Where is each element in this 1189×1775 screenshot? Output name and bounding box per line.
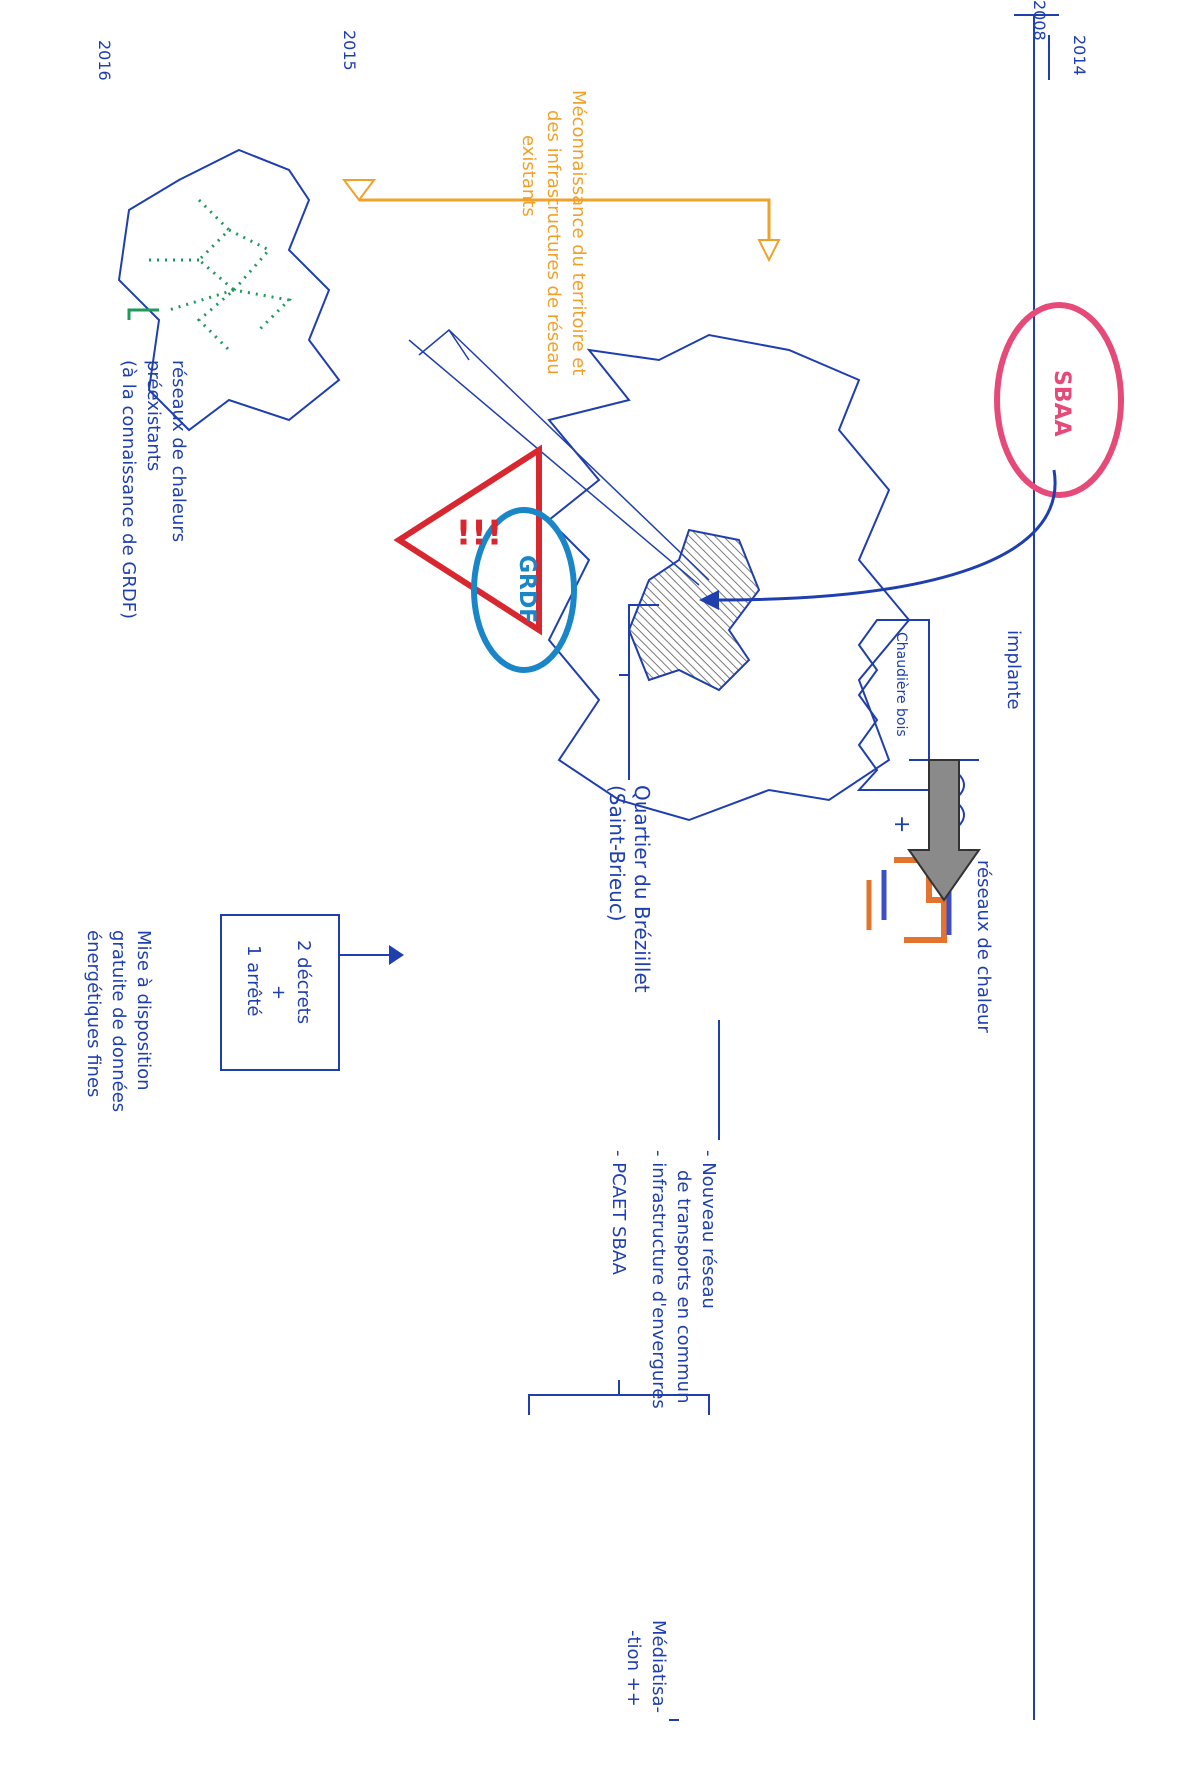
gap-note-2: des infrastructures de réseau <box>543 110 564 375</box>
list-item-1: de transports en commun <box>673 1170 694 1404</box>
green-network <box>196 198 237 352</box>
mediatisation-1: Médiatisa- <box>648 1620 669 1714</box>
grdf-label: GRDF <box>514 555 539 624</box>
chaudiere-label: Chaudière bois <box>893 632 909 737</box>
list-item-3: - PCAET SBAA <box>608 1150 629 1275</box>
decrees-line-2: + <box>268 985 289 1001</box>
chaudiere-box <box>856 619 930 791</box>
link-line-2 <box>408 339 700 586</box>
gap-note-1: Méconnaissance du territoire et <box>568 90 589 376</box>
list-brace <box>528 1380 710 1415</box>
reseaux-pre-1: réseaux de chaleurs <box>168 360 189 543</box>
warning-triangle-icon <box>393 444 542 636</box>
warning-text: !!! <box>455 513 503 554</box>
gap-bracket <box>499 198 771 240</box>
reseaux-chaleur-label: réseaux de chaleur <box>973 860 994 1033</box>
reseaux-pre-2: préexistants <box>143 360 164 472</box>
mise-a-dispo-3: énergétiques fines <box>83 930 104 1098</box>
reseaux-pre-3: (à la connaissance de GRDF) <box>118 360 139 620</box>
grdf-oval <box>471 507 577 673</box>
quartier-zone <box>627 528 761 692</box>
year-2014: 2014 <box>1070 35 1089 76</box>
gap-note-3: existants <box>518 135 539 217</box>
decrees-line-1: 2 décrets <box>293 940 314 1025</box>
sbaa-arrow <box>718 469 1057 602</box>
link-line-1 <box>448 329 710 581</box>
quartier-label-2: (Saint-Brieuc) <box>605 785 629 922</box>
sbaa-arrow-head <box>699 590 719 610</box>
reseaux-outline <box>117 148 341 432</box>
gap-arrow-1 <box>757 239 781 263</box>
mise-a-dispo-2: gratuite de données <box>108 930 129 1113</box>
sbaa-oval <box>994 302 1124 498</box>
mise-a-dispo-1: Mise à disposition <box>133 930 154 1091</box>
implante-label: implante <box>1003 630 1024 710</box>
year-2016: 2016 <box>95 40 114 81</box>
gap-arrow-2 <box>342 179 376 202</box>
quartier-label-1: Quartier du Bréziillet <box>630 785 654 993</box>
list-item-0: - Nouveau réseau <box>698 1150 719 1309</box>
decrees-line-3: 1 arrêté <box>243 945 264 1017</box>
year-2008: 2008 <box>1030 0 1049 41</box>
quartier-leader <box>628 604 659 780</box>
territory-outline <box>547 333 911 822</box>
plus-label: + <box>889 815 914 834</box>
decrees-arrow-head <box>389 945 404 965</box>
mediatisation-2: -tion ++ <box>623 1630 644 1707</box>
green-arrow <box>127 308 159 320</box>
sbaa-label: SBAA <box>1049 370 1074 437</box>
list-item-2: - infrastructure d'envergures <box>648 1150 669 1409</box>
year-2015: 2015 <box>340 30 359 71</box>
grey-arrow <box>907 759 981 902</box>
decrees-box <box>220 914 340 1071</box>
